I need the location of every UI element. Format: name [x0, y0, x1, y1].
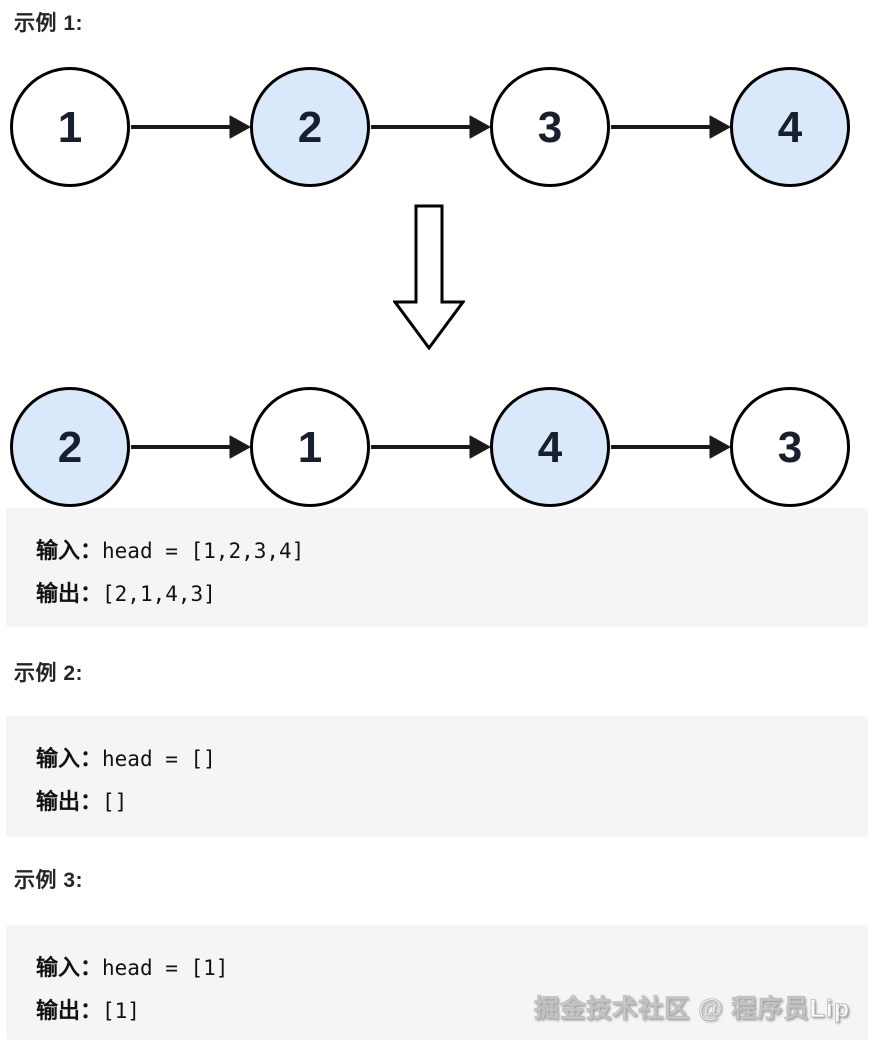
output-line: 输出：[2,1,4,3]: [36, 574, 868, 617]
example-1-heading: 示例 1:: [14, 12, 84, 35]
input-line: 输入：head = []: [36, 739, 868, 782]
node-value: 1: [298, 423, 322, 472]
output-line: 输出：[]: [36, 782, 868, 825]
example-2-io-box: 输入：head = [] 输出：[]: [6, 716, 868, 837]
node-value: 1: [58, 103, 82, 152]
node-circle-2: [250, 67, 370, 187]
input-code: head = []: [102, 747, 216, 771]
output-code: [1]: [102, 999, 140, 1023]
arrow-head-icon: [469, 115, 491, 139]
node-value: 4: [778, 103, 803, 152]
node-value: 3: [778, 423, 802, 472]
node-value: 2: [298, 103, 322, 152]
input-label: 输入：: [36, 538, 103, 563]
node-circle-3: [730, 387, 850, 507]
example-1-io-box: 输入：head = [1,2,3,4] 输出：[2,1,4,3]: [6, 508, 868, 627]
output-label: 输出：: [36, 789, 103, 814]
output-code: [2,1,4,3]: [102, 582, 216, 606]
input-line: 输入：head = [1,2,3,4]: [36, 531, 868, 574]
output-line: 输出：[1]: [36, 991, 868, 1034]
example-3-heading: 示例 3:: [14, 869, 84, 892]
arrow-head-icon: [709, 115, 731, 139]
input-code: head = [1,2,3,4]: [102, 539, 305, 563]
input-label: 输入：: [36, 746, 103, 771]
watermark: 掘金技术社区 @ 程序员Lip: [534, 995, 850, 1024]
node-circle-4: [730, 67, 850, 187]
linked-list-after-diagram: 2 1 4 3: [10, 387, 850, 507]
arrow-head-icon: [229, 435, 251, 459]
output-label: 输出：: [36, 998, 103, 1023]
node-circle-1: [250, 387, 370, 507]
example-2-heading: 示例 2:: [14, 662, 84, 685]
node-value: 2: [58, 423, 82, 472]
example-3-io-box: 输入：head = [1] 输出：[1]: [6, 925, 868, 1040]
input-line: 输入：head = [1]: [36, 948, 868, 991]
node-value: 3: [538, 103, 562, 152]
arrow-head-icon: [469, 435, 491, 459]
arrow-head-icon: [709, 435, 731, 459]
output-code: []: [102, 790, 128, 814]
output-label: 输出：: [36, 581, 103, 606]
arrow-head-icon: [229, 115, 251, 139]
down-arrow-icon: [393, 204, 465, 350]
input-label: 输入：: [36, 955, 103, 980]
node-circle-1: [10, 67, 130, 187]
node-circle-2: [10, 387, 130, 507]
input-code: head = [1]: [102, 956, 229, 980]
node-circle-4: [490, 387, 610, 507]
node-circle-3: [490, 67, 610, 187]
node-value: 4: [538, 423, 563, 472]
linked-list-before-diagram: 1 2 3 4: [10, 67, 850, 187]
